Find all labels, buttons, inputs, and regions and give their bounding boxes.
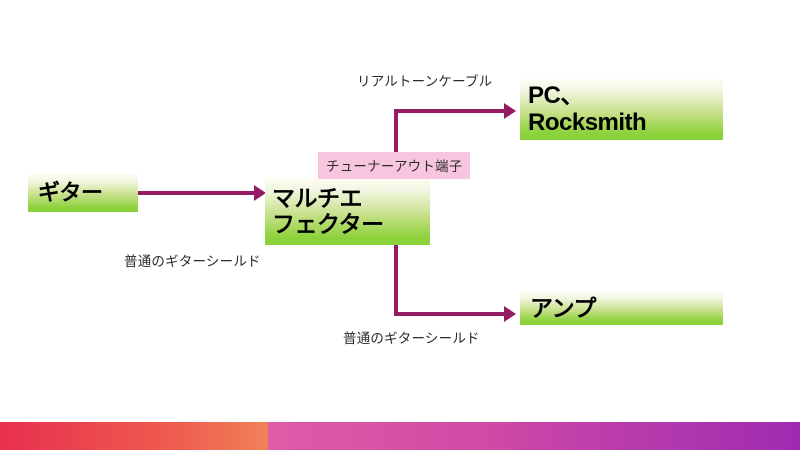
bottom-accent-bar-right-segment (268, 422, 800, 450)
bottom-accent-bar-left-segment (0, 422, 268, 450)
connector-tuner-out-vertical (394, 109, 398, 180)
connector-tuner-out-horizontal (394, 109, 508, 113)
node-guitar-label: ギター (38, 179, 103, 205)
node-amp-label: アンプ (530, 294, 596, 321)
node-multieffector[interactable]: マルチエ フェクター (265, 178, 430, 245)
connector-amp-horizontal (394, 312, 508, 316)
node-amp[interactable]: アンプ (520, 292, 723, 325)
arrowhead-into-multieffector-icon (254, 185, 266, 201)
node-pc-rocksmith-label: PC、 Rocksmith (528, 81, 647, 136)
connector-amp-vertical (394, 244, 398, 316)
edge-label-guitar-shield-top: 普通のギターシールド (124, 254, 261, 269)
edge-label-realtone-cable: リアルトーンケーブル (357, 74, 493, 89)
arrowhead-into-pc-icon (504, 103, 516, 119)
node-guitar[interactable]: ギター (28, 174, 138, 212)
node-pc-rocksmith[interactable]: PC、 Rocksmith (520, 79, 723, 140)
edge-label-guitar-shield-bottom: 普通のギターシールド (343, 331, 480, 346)
connector-guitar-to-multieffector (138, 191, 258, 195)
bottom-accent-bar (0, 422, 800, 450)
arrowhead-into-amp-icon (504, 306, 516, 322)
edge-label-tuner-out-jack: チューナーアウト端子 (318, 152, 471, 179)
node-multieffector-label: マルチエ フェクター (272, 184, 384, 237)
